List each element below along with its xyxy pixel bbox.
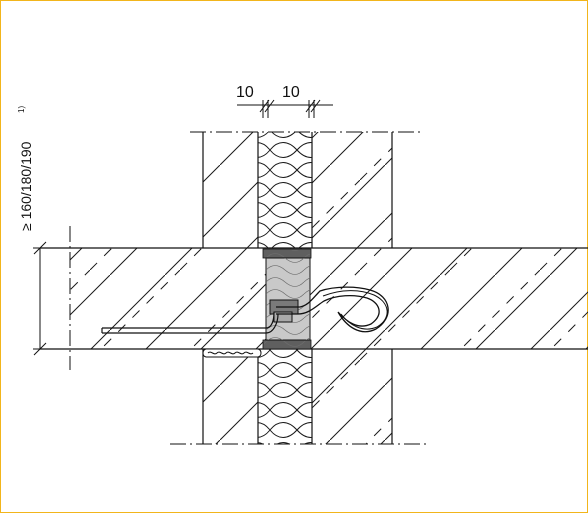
- dim-top-slash-3: [305, 99, 316, 113]
- vertical-dimension-label-group: ≥ 160/180/190 1): [17, 106, 34, 231]
- hook-inner: [322, 290, 388, 330]
- lower-insulation: [258, 349, 312, 444]
- central-core-pattern: [266, 258, 310, 340]
- dimension-top-left: 10: [236, 84, 254, 101]
- top-pad-pattern: [264, 250, 310, 257]
- hook-outer: [276, 286, 389, 333]
- vertical-dimension-superscript: 1): [17, 106, 26, 113]
- dim-top-slash-1: [259, 99, 270, 113]
- rebar-bend: [265, 311, 279, 334]
- upper-left-wall: [203, 132, 258, 248]
- dim-left-bottom-slash: [33, 342, 47, 356]
- lower-right-wall-dash: [312, 349, 392, 444]
- dimension-top-right: 10: [282, 84, 300, 101]
- sealing-strip-wave: [207, 351, 254, 355]
- bottom-pad-pattern: [264, 341, 310, 348]
- lower-left-wall: [203, 349, 258, 444]
- dim-top-slash-4: [310, 99, 321, 113]
- dim-top-slash-2: [264, 99, 275, 113]
- dim-left-top-slash: [33, 241, 47, 255]
- sealing-strip: [202, 348, 262, 358]
- upper-insulation: [258, 132, 312, 248]
- upper-right-wall-dash: [312, 132, 392, 248]
- vertical-dimension-label: ≥ 160/180/190: [18, 141, 34, 231]
